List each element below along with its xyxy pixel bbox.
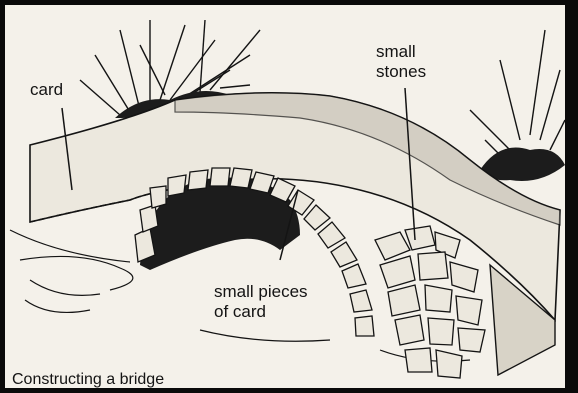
- label-card: card: [30, 80, 63, 100]
- twigs-right: [470, 30, 565, 155]
- label-small-pieces-of-card: small pieces of card: [214, 282, 308, 322]
- foliage-right: [480, 148, 565, 182]
- label-small-stones: small stones: [376, 42, 426, 82]
- caption: Constructing a bridge: [12, 370, 164, 390]
- stone-wall: [375, 226, 485, 378]
